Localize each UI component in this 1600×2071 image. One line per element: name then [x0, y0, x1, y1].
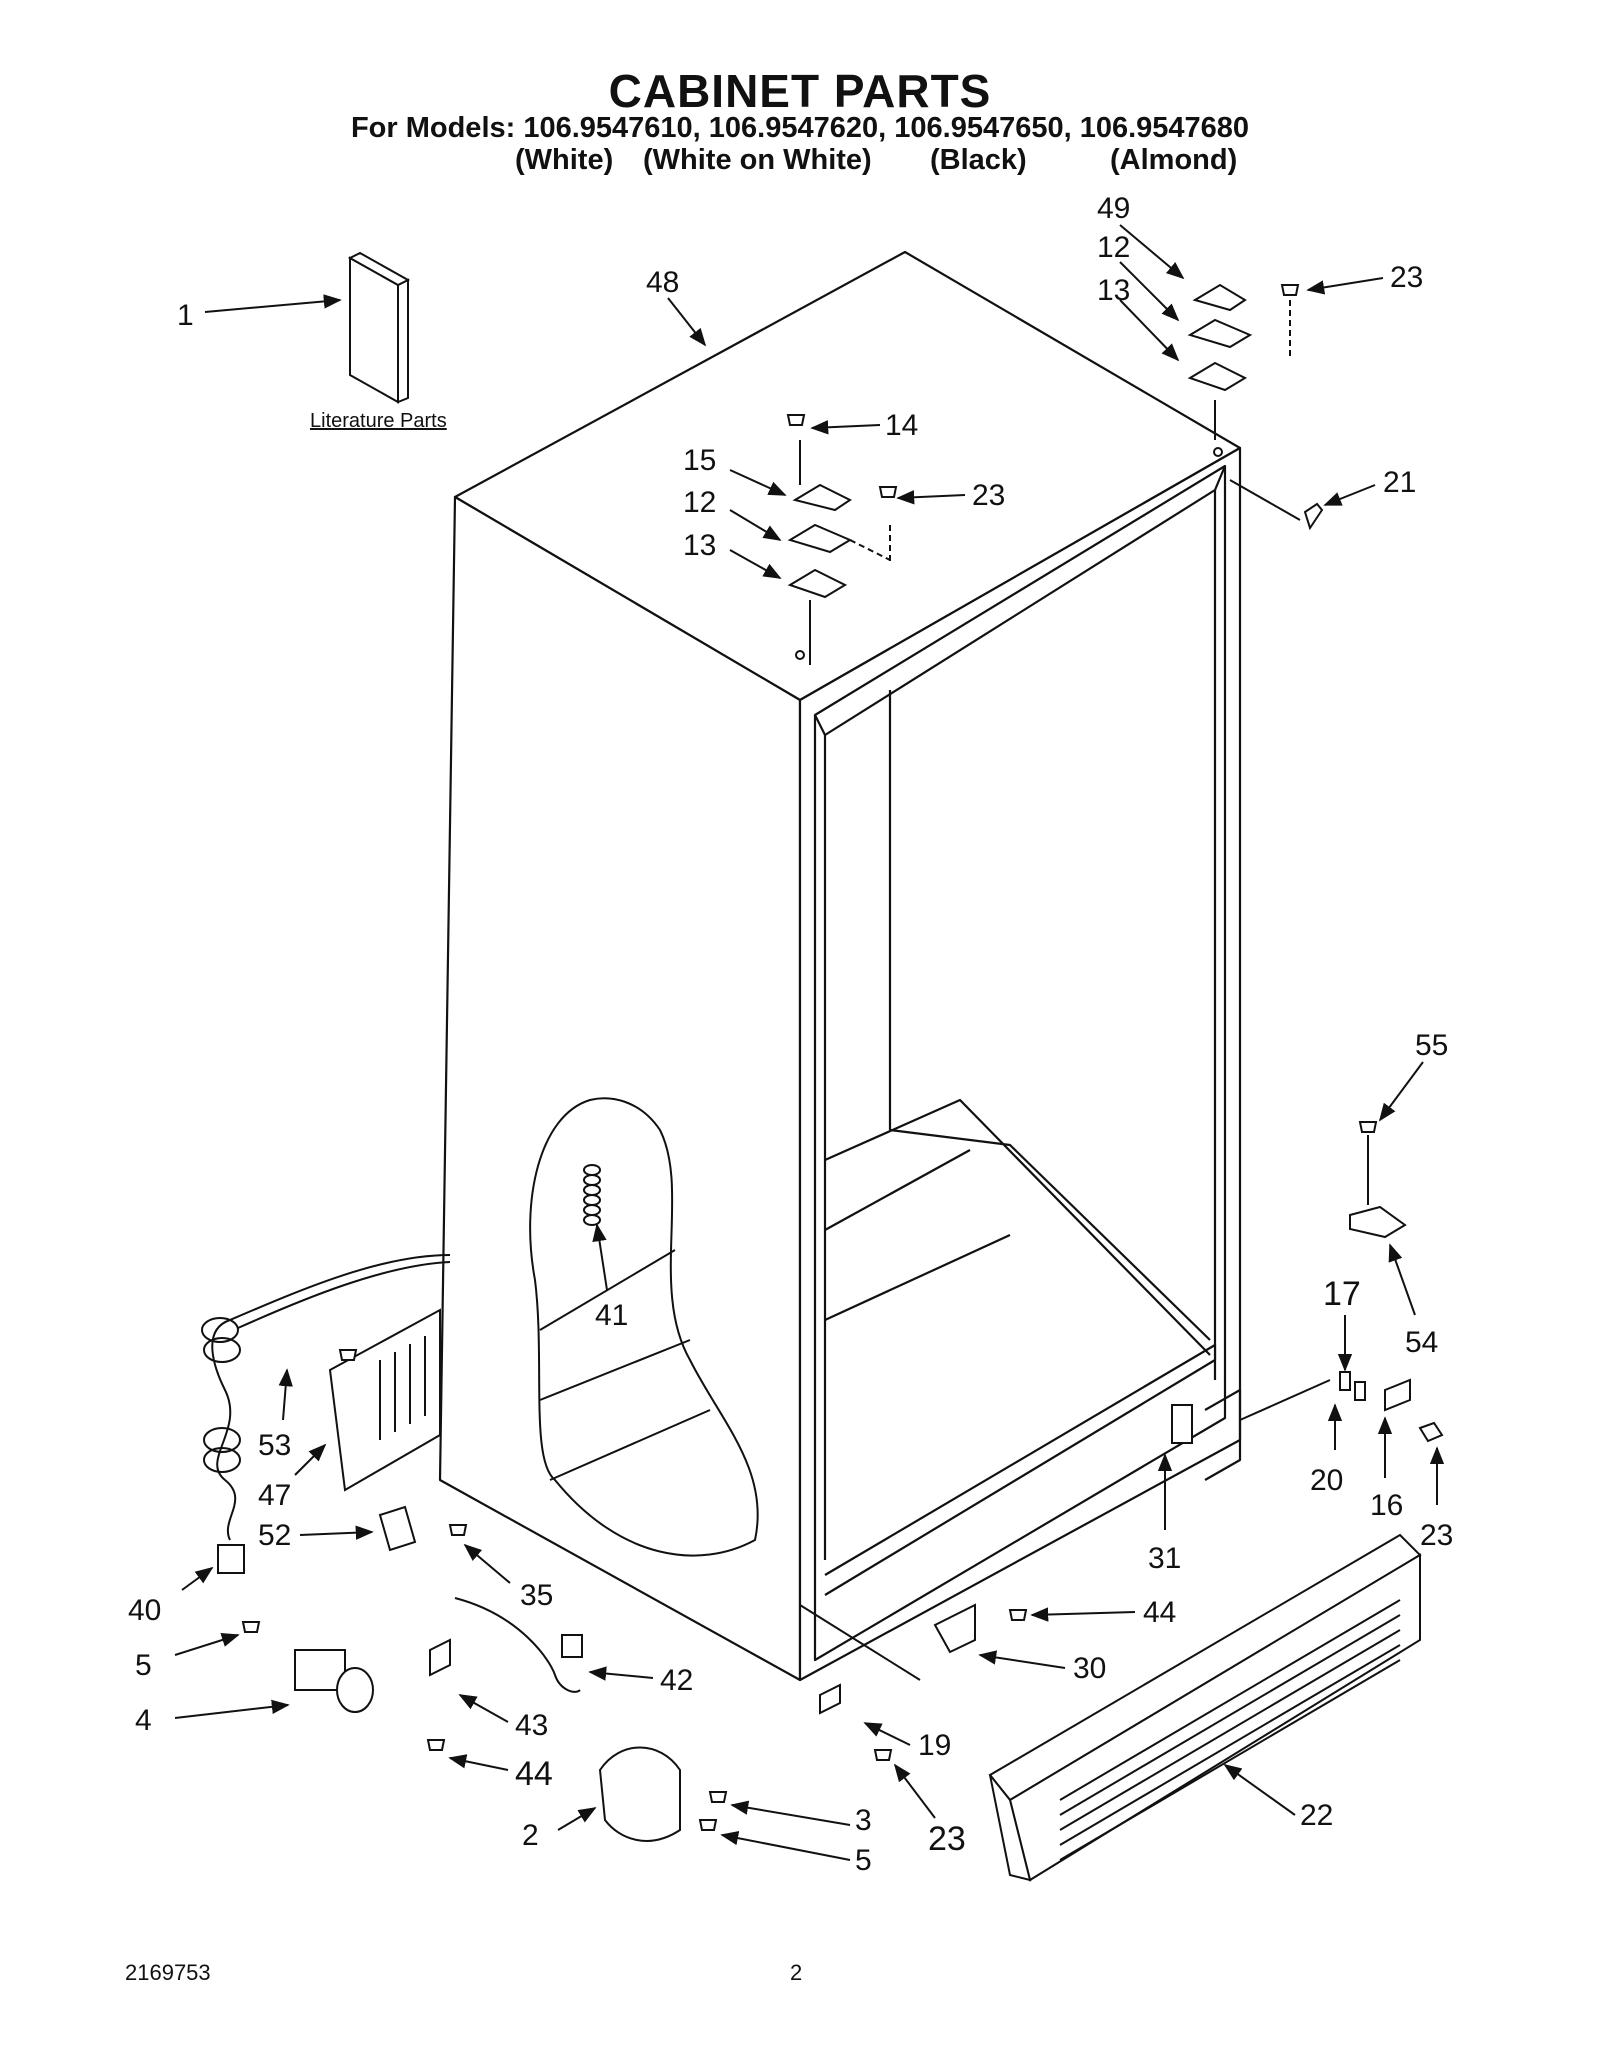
callout-23-right: 23 — [1420, 1519, 1453, 1552]
callout-5-left: 5 — [135, 1649, 152, 1682]
callout-54: 54 — [1405, 1326, 1438, 1359]
literature-booklet — [347, 251, 411, 404]
page-title: CABINET PARTS — [608, 65, 992, 117]
callout-17: 17 — [1323, 1275, 1361, 1313]
rear-bracket — [799, 1603, 1028, 1761]
drain-tube-coil — [583, 1164, 601, 1226]
callout-35: 35 — [520, 1579, 553, 1612]
variant-almond: (Almond) — [1110, 144, 1238, 176]
callout-13-right: 13 — [1097, 274, 1130, 307]
callout-53: 53 — [258, 1429, 291, 1462]
callout-55: 55 — [1415, 1029, 1448, 1062]
drain-pipe — [426, 1597, 583, 1751]
callout-4: 4 — [135, 1704, 152, 1737]
document-number: 2169753 — [125, 1960, 211, 1985]
callout-40: 40 — [128, 1594, 161, 1627]
callout-42: 42 — [660, 1664, 693, 1697]
hinge-assembly-right — [1187, 283, 1324, 531]
callout-41: 41 — [595, 1299, 628, 1332]
caster-wheel-front — [241, 1621, 374, 1713]
callout-labels: 1 48 49 12 13 23 14 15 12 13 23 21 55 54… — [128, 192, 1453, 1877]
small-hinge-bracket — [338, 1349, 468, 1552]
callout-5-right: 5 — [855, 1844, 872, 1877]
power-cord-and-control-box — [201, 1254, 451, 1574]
variant-black: (Black) — [930, 144, 1027, 176]
callout-arrows — [174, 224, 1445, 1861]
callout-22: 22 — [1300, 1799, 1333, 1832]
variant-white: (White) — [515, 144, 614, 176]
callout-47: 47 — [258, 1479, 291, 1512]
models-line: For Models: 106.9547610, 106.9547620, 10… — [350, 112, 1250, 144]
callout-2: 2 — [522, 1819, 539, 1852]
callout-12-left: 12 — [683, 486, 716, 519]
callout-20: 20 — [1310, 1464, 1343, 1497]
callout-13-left: 13 — [683, 529, 716, 562]
refrigerator-cabinet — [438, 250, 1242, 1682]
literature-parts-label: Literature Parts — [310, 410, 447, 432]
hinge-assembly-left — [786, 414, 898, 665]
callout-44-right: 44 — [1143, 1596, 1176, 1629]
callout-14: 14 — [885, 409, 918, 442]
toe-grille — [988, 1533, 1422, 1882]
caster-wheel-rear — [598, 1746, 728, 1842]
variant-white-on-white: (White on White) — [643, 144, 872, 176]
callout-3: 3 — [855, 1804, 872, 1837]
callout-23-top-left: 23 — [972, 479, 1005, 512]
page-number: 2 — [790, 1960, 803, 1985]
callout-1: 1 — [177, 299, 194, 332]
callout-15: 15 — [683, 444, 716, 477]
callout-48: 48 — [646, 266, 679, 299]
callout-21: 21 — [1383, 466, 1416, 499]
callout-49: 49 — [1097, 192, 1130, 225]
callout-31: 31 — [1148, 1542, 1181, 1575]
callout-23-bottom: 23 — [928, 1820, 966, 1858]
callout-43: 43 — [515, 1709, 548, 1742]
callout-23-top-right: 23 — [1390, 261, 1423, 294]
callout-44-left: 44 — [515, 1755, 553, 1793]
callout-19: 19 — [918, 1729, 951, 1762]
leveling-bracket-parts — [1171, 1121, 1444, 1444]
callout-52: 52 — [258, 1519, 291, 1552]
callout-16: 16 — [1370, 1489, 1403, 1522]
callout-12-right: 12 — [1097, 231, 1130, 264]
callout-30: 30 — [1073, 1652, 1106, 1685]
